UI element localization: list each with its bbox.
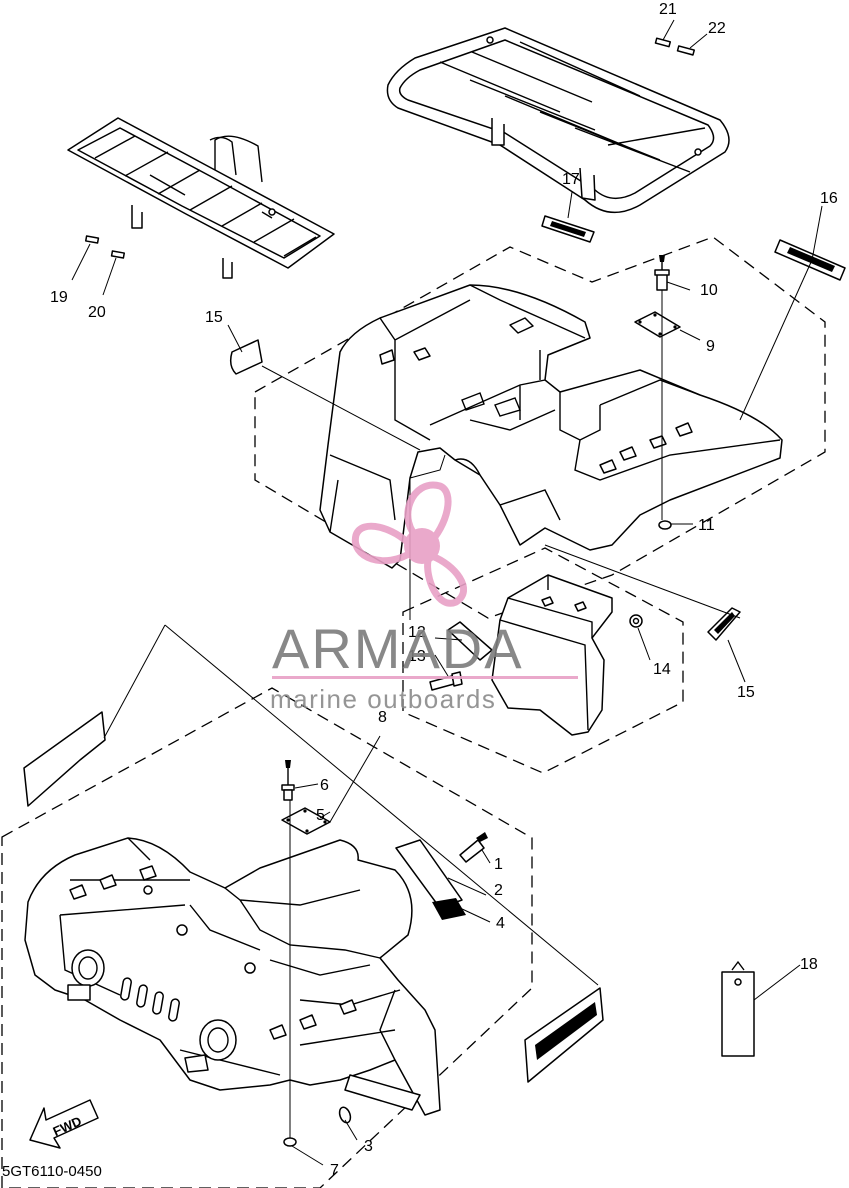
callout-11: 11 (698, 517, 715, 534)
part-9-plate (634, 311, 681, 338)
callout-17: 17 (562, 171, 580, 188)
rear-fender (319, 284, 783, 569)
part-14-washer (629, 614, 643, 628)
part-6-rivet (281, 760, 295, 801)
mudguard-group-outline (402, 547, 684, 774)
callout-21: 21 (659, 1, 677, 18)
part-18-tag (721, 960, 755, 1057)
callout-16: 16 (820, 190, 838, 207)
front-fender-group-outline (1, 687, 533, 1188)
watermark-brand: ARMADA (272, 617, 524, 680)
callout-18: 18 (800, 956, 818, 973)
callout-20: 20 (88, 304, 106, 321)
part-20-label (110, 250, 126, 259)
callout-numbers: 1 2 3 4 5 6 7 8 9 10 11 12 13 14 15 15 1… (50, 1, 838, 1179)
callout-4: 4 (496, 915, 505, 932)
propeller-logo (351, 481, 467, 607)
forward-arrow: FWD (29, 1099, 99, 1149)
watermark-tagline: marine outboards (270, 684, 496, 714)
callout-15-lower: 15 (737, 684, 755, 701)
callout-9: 9 (706, 338, 715, 355)
callout-6: 6 (320, 777, 329, 794)
diagram-part-code: 5GT6110-0450 (2, 1163, 102, 1180)
callout-13: 13 (408, 648, 426, 665)
part-15-tag-upper (229, 339, 263, 375)
part-8-sheet (23, 711, 106, 807)
part-12-plate (447, 621, 493, 661)
part-2-rivet (459, 832, 488, 863)
callout-10: 10 (700, 282, 718, 299)
armada-watermark: ARMADA marine outboards (270, 481, 578, 714)
callout-15-upper: 15 (205, 309, 223, 326)
callout-2: 2 (494, 882, 503, 899)
part-4-sheet (432, 898, 466, 920)
part-22-label (676, 45, 695, 56)
part-1-plate (395, 839, 463, 909)
callout-3: 3 (364, 1138, 373, 1155)
callout-7: 7 (330, 1162, 339, 1179)
part-10-rivet (654, 255, 670, 291)
rear-carrier (67, 117, 335, 279)
part-11-washer (658, 520, 672, 530)
front-carrier (386, 27, 730, 214)
mudguard (491, 574, 613, 736)
callout-22: 22 (708, 20, 726, 37)
part-19-label (84, 235, 100, 244)
part-7-washer (283, 1137, 297, 1147)
part-3-washer (338, 1106, 352, 1124)
front-fender (24, 837, 441, 1116)
callout-19: 19 (50, 289, 68, 306)
watermark-divider (272, 676, 578, 679)
callout-5: 5 (316, 807, 325, 824)
callout-12: 12 (408, 624, 426, 641)
callout-8: 8 (378, 709, 387, 726)
callout-14: 14 (653, 661, 671, 678)
callout-1: 1 (494, 856, 503, 873)
